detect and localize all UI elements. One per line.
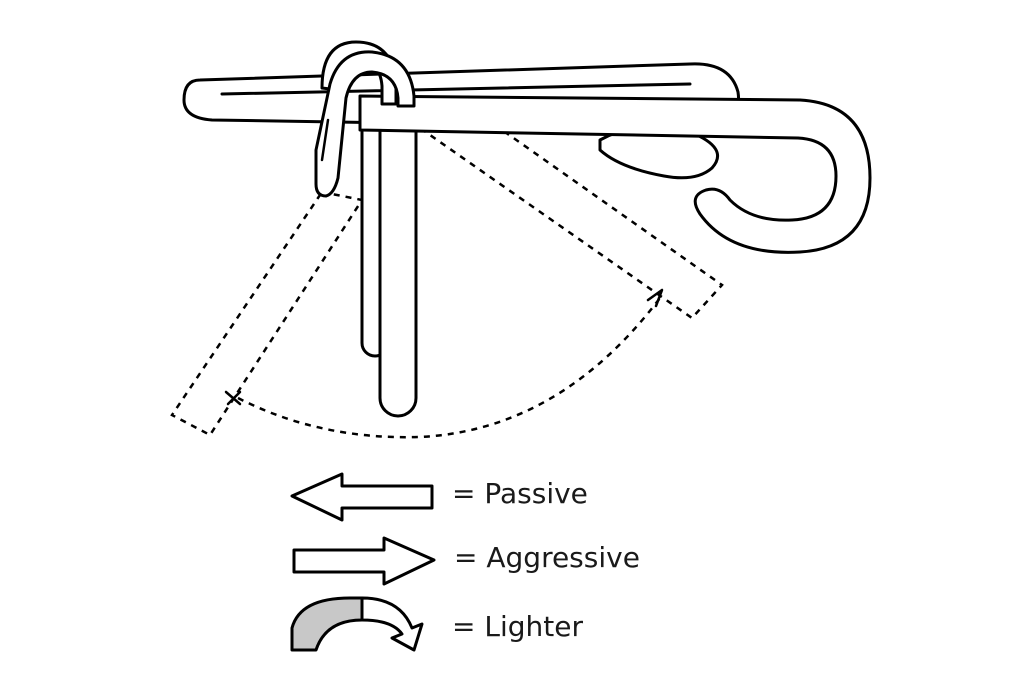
upper-wire-inner-line bbox=[220, 82, 692, 96]
curved-arrow-icon bbox=[290, 596, 424, 652]
arc-end-mark-left bbox=[224, 390, 242, 406]
catch-loop-front bbox=[314, 50, 416, 198]
right-arrow-icon bbox=[292, 536, 436, 586]
swing-range bbox=[170, 126, 724, 439]
left-dashed-position bbox=[170, 190, 365, 437]
legend-label-aggressive: = Aggressive bbox=[454, 541, 640, 574]
lower-wire-body bbox=[358, 94, 872, 254]
legend-label-lighter: = Lighter bbox=[452, 610, 583, 643]
legend-label-passive: = Passive bbox=[452, 477, 588, 510]
arc-arrowhead-right bbox=[646, 288, 664, 308]
lower-wire bbox=[358, 94, 872, 254]
hanging-bar-front bbox=[378, 98, 418, 418]
left-arrow-icon bbox=[290, 472, 434, 522]
catch-loop-tip bbox=[320, 118, 330, 162]
swing-arc bbox=[237, 297, 661, 439]
hanging-bars bbox=[360, 98, 418, 418]
catch-loop bbox=[314, 40, 416, 198]
legend-icons bbox=[290, 472, 436, 652]
right-dashed-position bbox=[415, 126, 724, 320]
